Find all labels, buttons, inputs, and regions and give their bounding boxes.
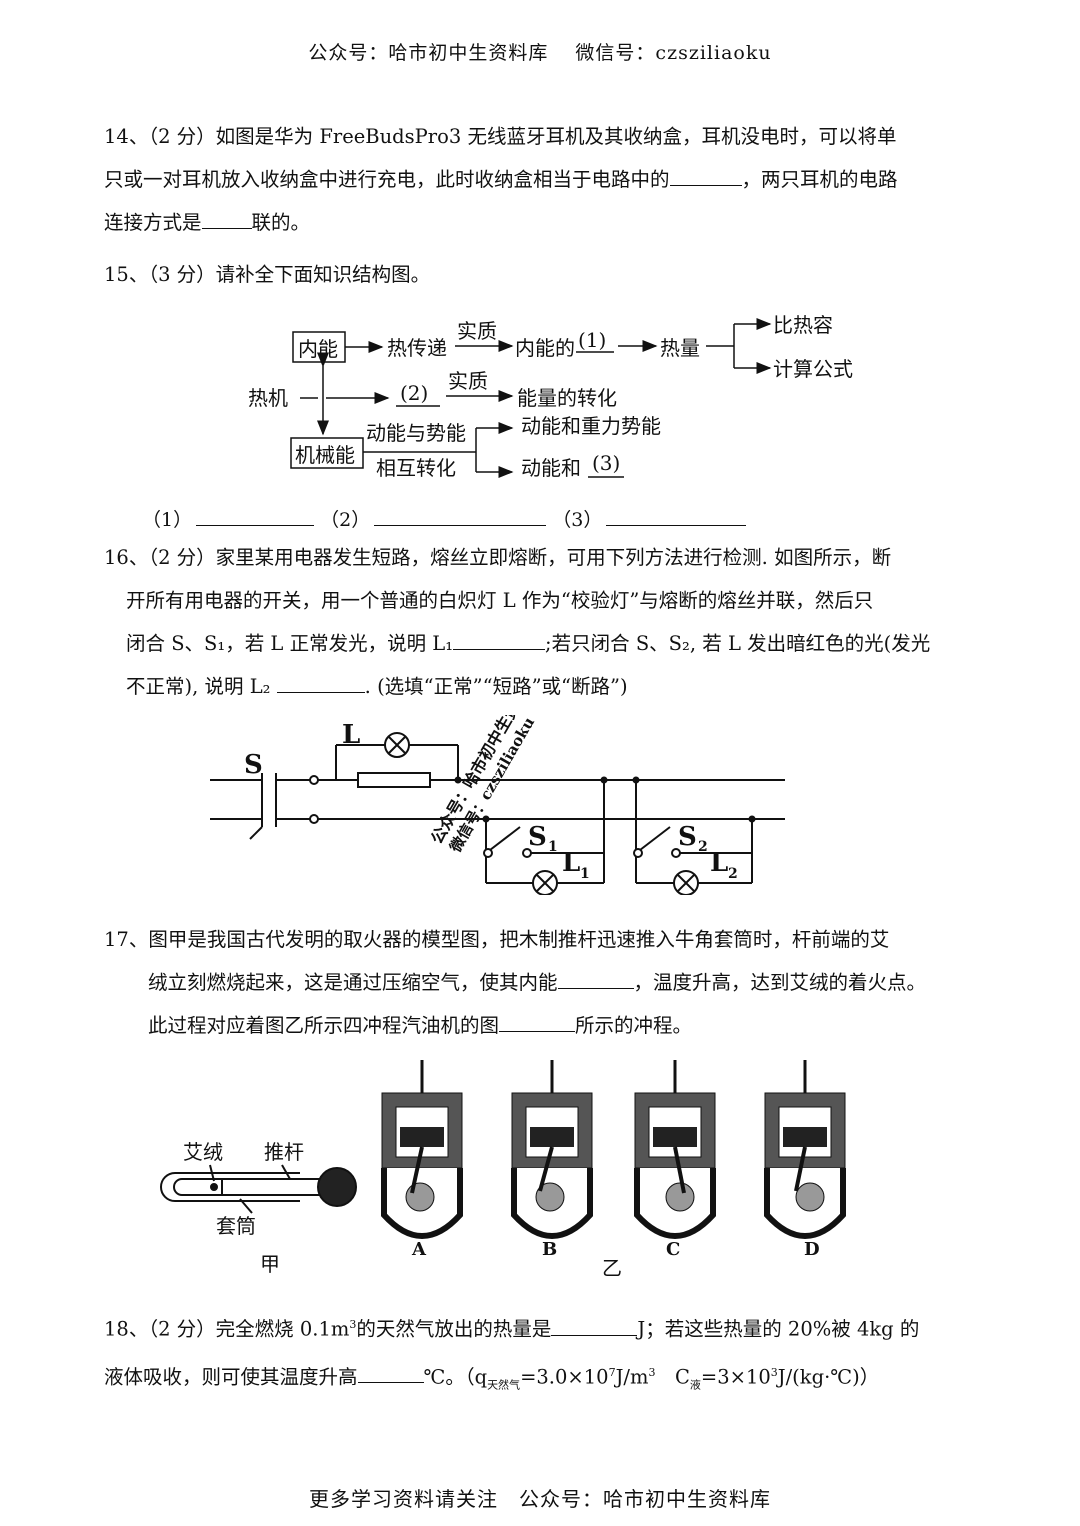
q16-blank-2[interactable] — [276, 674, 365, 693]
q14-blank-1[interactable] — [669, 167, 742, 186]
engine-B — [511, 1060, 593, 1239]
q14-line2: 只或一对耳机放入收纳盒中进行充电，此时收纳盒相当于电路中的，两只耳机的电路 — [104, 167, 898, 191]
q15-fill-row: （1） （2） （3） — [142, 505, 747, 532]
label-engine-A: A — [411, 1239, 427, 1260]
q14-line3: 连接方式是联的。 — [104, 210, 311, 234]
q16-line1: 16、（2 分）家里某用电器发生短路，熔丝立即熔断，可用下列方法进行检测. 如图… — [104, 546, 892, 569]
svg-text:2: 2 — [728, 866, 738, 882]
label-neineng: 内能 — [298, 337, 338, 361]
label-dongnengyushineng: 动能与势能 — [366, 421, 466, 445]
q15-blank-2[interactable] — [374, 507, 547, 526]
label-jixieneng: 机械能 — [295, 443, 355, 467]
label-L: L — [342, 720, 360, 750]
label-L2: L — [710, 848, 728, 878]
circuit-diagram: S L S 1 L 1 S 2 L 2 公众号：哈市初中生资料库 微信号：czs… — [210, 715, 785, 895]
q15-blank-1[interactable] — [196, 507, 315, 526]
question-16: 16、（2 分）家里某用电器发生短路，熔丝立即熔断，可用下列方法进行检测. 如图… — [104, 536, 984, 708]
engine-D — [764, 1060, 846, 1239]
label-S: S — [244, 750, 263, 780]
blank-1-label: (1) — [578, 328, 606, 352]
label-engine-B: B — [542, 1239, 557, 1260]
q18-blank-2[interactable] — [357, 1364, 424, 1383]
label-taotong: 套筒 — [216, 1214, 256, 1238]
engine-A — [381, 1060, 463, 1239]
svg-text:1: 1 — [548, 839, 558, 855]
fire-starter-figure — [160, 1164, 357, 1214]
knowledge-structure-diagram: 内能 热传递 实质 内能的 (1) 热量 比热容 计算公式 热机 (2) 实质 … — [248, 313, 853, 480]
label-engine-C: C — [666, 1239, 680, 1260]
label-reliang: 热量 — [660, 336, 700, 360]
question-15-title: 15、（3 分）请补全下面知识结构图。 — [104, 263, 431, 286]
label-shizhi-2: 实质 — [448, 369, 488, 393]
label-rechuandi: 热传递 — [387, 336, 447, 360]
label-dongnenghe: 动能和 — [521, 456, 581, 480]
blank-3-label: (3) — [592, 451, 620, 475]
label-nengliangzhuanhua: 能量的转化 — [517, 386, 617, 410]
q18-blank-1[interactable] — [551, 1317, 638, 1336]
question-17: 17、图甲是我国古代发明的取火器的模型图，把木制推杆迅速推入牛角套筒时，杆前端的… — [104, 918, 984, 1047]
label-engine-D: D — [804, 1239, 820, 1260]
page-header: 公众号：哈市初中生资料库 微信号：czsziliaoku — [308, 42, 772, 64]
q18-line2: 液体吸收，则可使其温度升高℃。（q天然气=3.0×107J/m3 C液=3×10… — [104, 1364, 880, 1391]
question-14: 14、（2 分）如图是华为 FreeBudsPro3 无线蓝牙耳机及其收纳盒，耳… — [104, 115, 984, 244]
label-shizhi-1: 实质 — [457, 319, 497, 343]
q17-blank-2[interactable] — [499, 1013, 576, 1032]
q15-blank-3[interactable] — [606, 507, 747, 526]
q17-line3: 此过程对应着图乙所示四冲程汽油机的图所示的冲程。 — [148, 1013, 693, 1037]
svg-text:2: 2 — [698, 839, 708, 855]
label-S1: S — [528, 822, 547, 852]
label-S2: S — [678, 822, 697, 852]
label-dongnenghezhongli: 动能和重力势能 — [521, 414, 661, 438]
label-L1: L — [562, 848, 580, 878]
page-footer: 更多学习资料请关注 公众号：哈市初中生资料库 — [309, 1487, 771, 1511]
label-bireron: 比热容 — [773, 313, 833, 337]
q17-line2: 绒立刻燃烧起来，这是通过压缩空气，使其内能，温度升高，达到艾绒的着火点。 — [148, 970, 927, 994]
q16-line3: 闭合 S、S₁，若 L 正常发光，说明 L₁;若只闭合 S、S₂, 若 L 发出… — [126, 631, 931, 655]
box-jixieneng — [290, 437, 364, 469]
label-xianghuzhuanhua: 相互转化 — [376, 456, 456, 480]
label-jia: 甲 — [260, 1252, 280, 1276]
blank-2-label: (2) — [400, 381, 428, 405]
label-yi: 乙 — [602, 1256, 622, 1280]
q17-line1: 17、图甲是我国古代发明的取火器的模型图，把木制推杆迅速推入牛角套筒时，杆前端的… — [104, 928, 890, 951]
q14-blank-2[interactable] — [201, 210, 252, 229]
svg-text:1: 1 — [580, 866, 590, 882]
label-airong: 艾绒 — [183, 1140, 223, 1164]
q16-line4: 不正常), 说明 L₂ . (选填“正常”“短路”或“断路”) — [126, 674, 628, 698]
q16-line2: 开所有用电器的开关，用一个普通的白炽灯 L 作为“校验灯”与熔断的熔丝并联，然后… — [126, 589, 874, 612]
q17-blank-1[interactable] — [557, 970, 634, 989]
engine-C — [634, 1060, 716, 1239]
q14-line1: 14、（2 分）如图是华为 FreeBudsPro3 无线蓝牙耳机及其收纳盒，耳… — [104, 125, 897, 148]
label-tuigan: 推杆 — [264, 1140, 304, 1164]
label-reji: 热机 — [248, 386, 288, 410]
label-jisuangongshi: 计算公式 — [773, 357, 853, 381]
fire-starter-and-engine-figures: 艾绒 推杆 套筒 甲 A B C — [160, 1060, 846, 1280]
q16-blank-1[interactable] — [453, 631, 546, 650]
label-neinengde: 内能的 — [515, 336, 575, 360]
